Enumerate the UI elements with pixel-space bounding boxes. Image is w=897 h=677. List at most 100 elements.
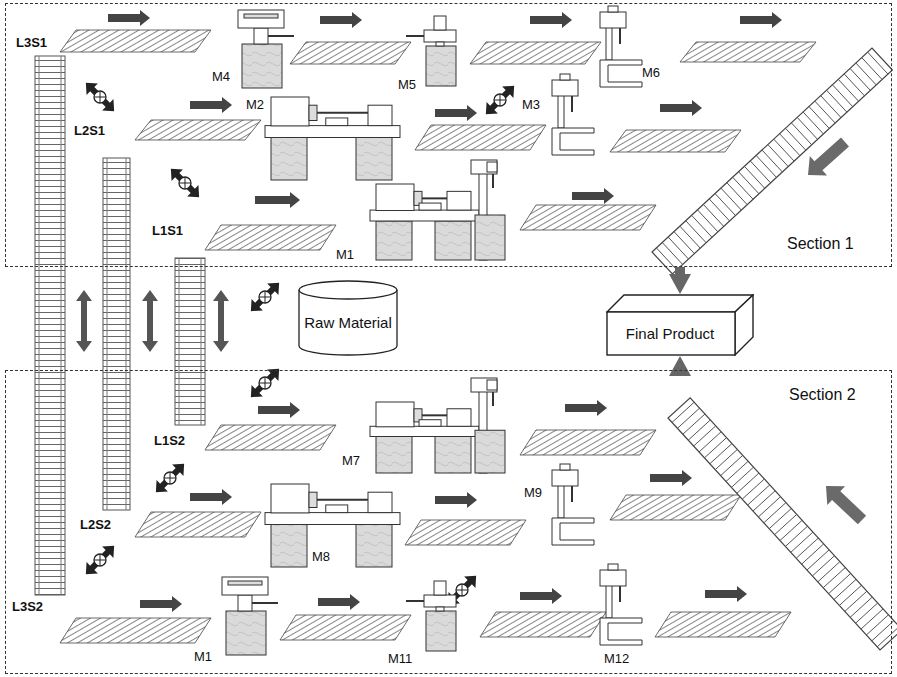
cylinder-body [299, 290, 397, 355]
lathe-bed [370, 426, 479, 436]
two-way-transfer [80, 540, 120, 580]
machine-head [222, 577, 268, 595]
conveyor-roller [739, 172, 759, 194]
vertical-two-way-arrow [213, 290, 229, 352]
machine-spindle [268, 35, 294, 37]
box-side [735, 295, 753, 355]
conveyor-roller [699, 432, 721, 452]
conveyor-roller [686, 221, 706, 243]
flow-arrow [108, 10, 150, 26]
machine-base [426, 611, 456, 651]
text-area: Section 2 [786, 385, 859, 405]
machine-base [242, 44, 282, 88]
conveyor-roller [856, 603, 878, 623]
machine-leg [356, 525, 392, 568]
conveyor-roller [697, 210, 717, 232]
conveyor-roller [818, 562, 840, 582]
machine-leg [376, 221, 412, 260]
machine-motor [608, 6, 618, 12]
machine-motor [434, 581, 446, 595]
line-label: L1S1 [152, 224, 183, 237]
conveyor-roller [834, 579, 856, 599]
robot-joint-mark [94, 91, 105, 102]
conveyor-belt [415, 125, 546, 150]
conveyor-roller [856, 63, 876, 85]
conveyor-roller [753, 491, 775, 511]
text-area: Final Product [610, 314, 730, 354]
lathe-bed [370, 210, 479, 221]
machine-column [558, 482, 564, 518]
conveyor-roller [710, 444, 732, 464]
lathe-bed [265, 513, 400, 525]
node-label: Final Product [626, 326, 714, 343]
machine-motor [487, 380, 497, 390]
conveyor-roller [680, 226, 700, 248]
lathe-carriage [419, 203, 441, 210]
section-title: Section 2 [789, 386, 856, 404]
two-way-arrow [480, 80, 520, 120]
conveyor-roller [796, 538, 818, 558]
lathe-carriage [419, 420, 441, 427]
turning-drilling-center [370, 160, 505, 260]
conveyor-belt [135, 512, 261, 537]
conveyor-roller [756, 155, 776, 177]
line-label: L1S2 [154, 434, 185, 447]
milling-machine [238, 10, 294, 88]
conveyor-roller [672, 402, 694, 422]
conveyor-rail [39, 56, 40, 595]
conveyor-roller [727, 183, 747, 205]
machine-spindle [406, 35, 424, 37]
two-way-transfer [80, 77, 120, 117]
flow-arrow [740, 12, 782, 28]
flow-arrow [705, 586, 747, 602]
flow-arrow [258, 402, 300, 418]
conveyor-roller [832, 85, 852, 107]
machine-spindle [492, 392, 494, 406]
section-title: Section 1 [787, 235, 854, 253]
lathe-workpiece [422, 414, 447, 416]
section-region: Section 1 [5, 3, 892, 267]
two-way-arrow [150, 458, 190, 498]
conveyor-belt [60, 30, 211, 52]
machine-leg [435, 221, 471, 260]
machine-motor [608, 564, 618, 570]
machine-spindle [406, 600, 424, 602]
conveyor-roller [703, 204, 723, 226]
lathe-carriage [326, 118, 348, 126]
conveyor-belt [405, 520, 526, 545]
conveyor-roller [797, 117, 817, 139]
two-way-arrow [80, 77, 120, 117]
machine-base [600, 60, 642, 87]
robot-joint-mark [259, 377, 270, 388]
node-label: Raw Material [304, 315, 392, 332]
conveyor-roller [694, 426, 716, 446]
vertical-conveyor [175, 258, 205, 425]
machine-head [471, 160, 497, 174]
conveyor-belt [520, 205, 656, 230]
conveyor-roller [688, 420, 710, 440]
machine-column [436, 607, 444, 611]
conveyor-roller [791, 123, 811, 145]
robot-joint [177, 175, 194, 192]
conveyor-roller [780, 520, 802, 540]
conveyor-roller [877, 627, 897, 647]
machine-motor [434, 16, 446, 30]
conveyor-roller [731, 467, 753, 487]
conveyor-belt [205, 425, 336, 450]
conveyor-roller [774, 139, 794, 161]
machine-leg [271, 525, 307, 568]
box-front [607, 312, 735, 355]
flow-arrow [140, 596, 182, 612]
flow-arrow [435, 492, 477, 508]
two-way-arrow [165, 163, 205, 203]
machine-motor [560, 464, 570, 470]
drill-press [552, 74, 594, 155]
conveyor-roller [827, 90, 847, 112]
machine-base [426, 46, 456, 86]
lathe-headstock [271, 97, 309, 126]
conveyor-roller [807, 550, 829, 570]
robot-joint-mark [259, 291, 270, 302]
machine-head [471, 378, 497, 392]
conveyor-roller [721, 188, 741, 210]
